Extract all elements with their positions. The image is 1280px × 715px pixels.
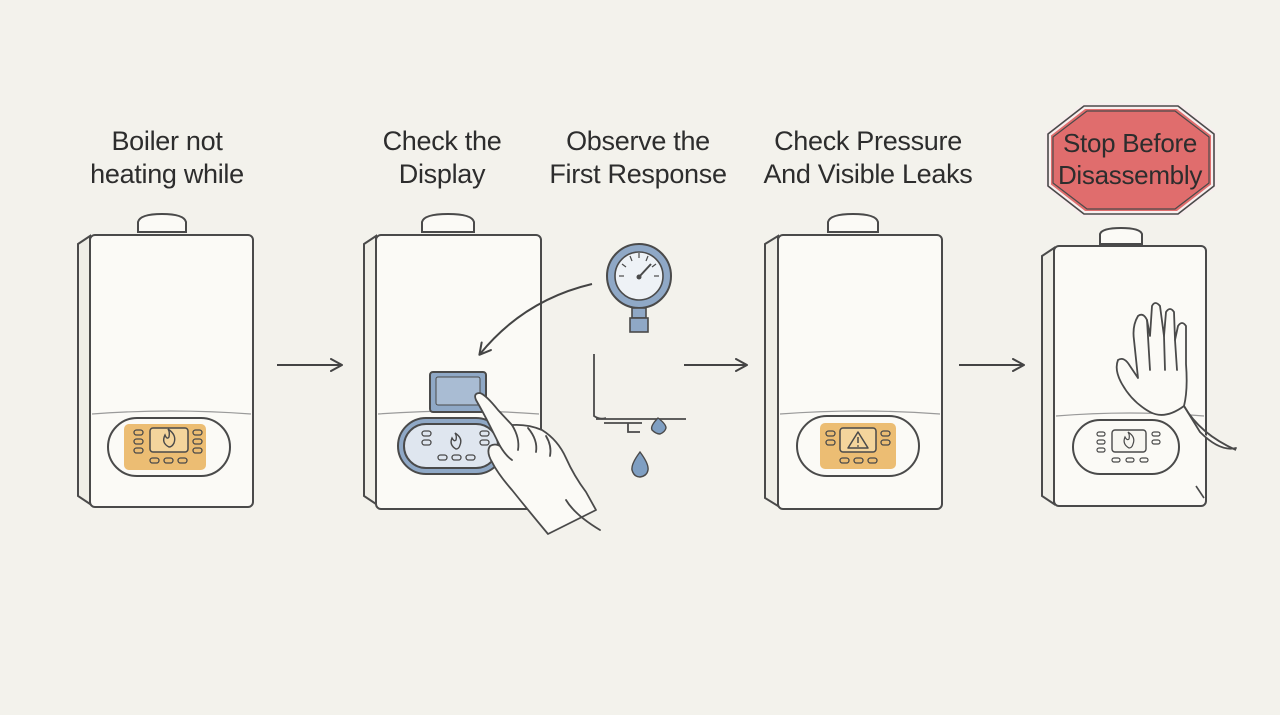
boiler-4 bbox=[1041, 226, 1237, 507]
stop-hand-icon bbox=[1115, 302, 1237, 450]
boiler-2 bbox=[363, 212, 601, 535]
warning-icon bbox=[847, 431, 869, 449]
boiler-1 bbox=[77, 212, 254, 508]
flame-icon bbox=[162, 428, 176, 448]
pressure-gauge-icon bbox=[606, 243, 672, 333]
flame-icon bbox=[450, 432, 462, 450]
water-drop-icon bbox=[650, 417, 667, 435]
flame-icon bbox=[1123, 431, 1135, 449]
curved-arrow bbox=[478, 283, 593, 356]
pointing-hand-icon bbox=[474, 392, 601, 535]
water-drop-icon bbox=[631, 450, 649, 478]
boiler-3 bbox=[764, 212, 943, 510]
boiler-bottom-fragment bbox=[593, 354, 686, 433]
